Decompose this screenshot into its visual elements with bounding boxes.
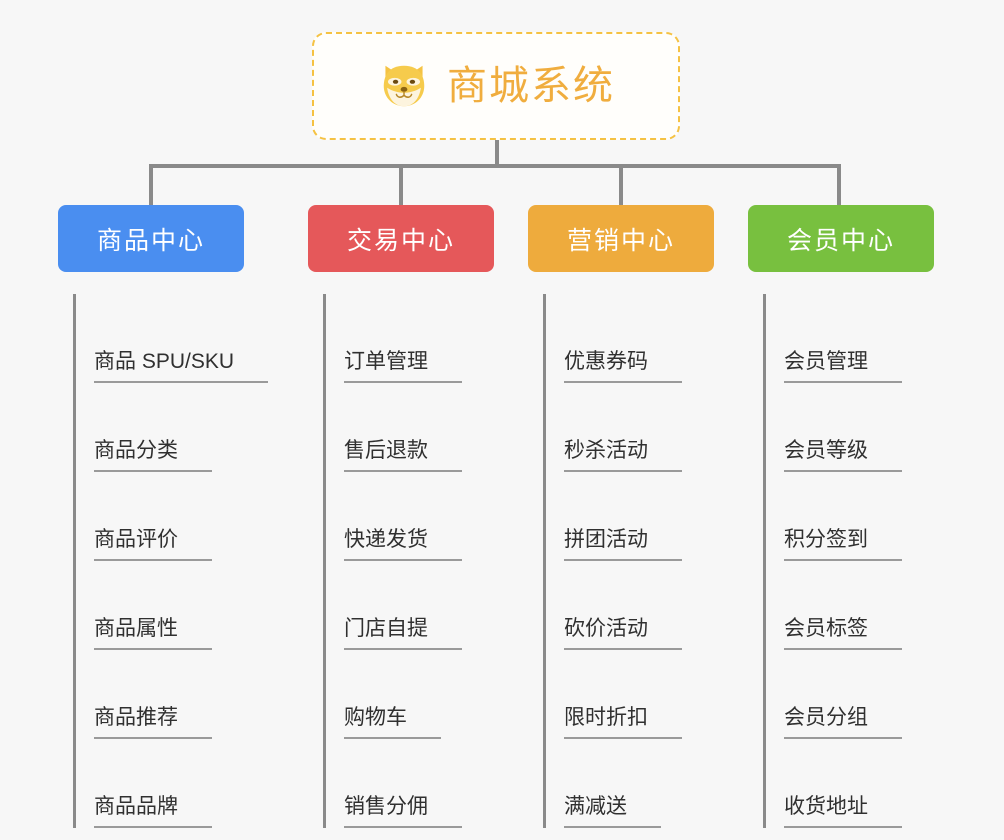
category-header-marketing[interactable]: 营销中心 [528,205,714,272]
list-item[interactable]: 商品推荐 [76,650,244,739]
list-item[interactable]: 会员分组 [766,650,934,739]
category-items-member: 会员管理 会员等级 积分签到 会员标签 会员分组 收货地址 [763,294,934,828]
category-header-label: 营销中心 [566,226,675,255]
root-node-content: 商城系统 [377,59,615,113]
list-item-label: 商品分类 [94,439,212,472]
branch-drop-line-3 [619,164,623,205]
category-column-marketing: 营销中心 优惠券码 秒杀活动 拼团活动 砍价活动 限时折扣 满减送 [528,205,714,828]
list-item[interactable]: 满减送 [546,739,714,828]
list-item-label: 购物车 [344,706,441,739]
list-item-label: 会员标签 [784,617,902,650]
list-item-label: 限时折扣 [564,706,682,739]
list-item[interactable]: 商品品牌 [76,739,244,828]
list-item-label: 会员管理 [784,350,902,383]
list-item[interactable]: 会员等级 [766,383,934,472]
list-item[interactable]: 砍价活动 [546,561,714,650]
list-item-label: 商品推荐 [94,706,212,739]
list-item[interactable]: 快递发货 [326,472,494,561]
list-item[interactable]: 优惠券码 [546,294,714,383]
list-item-label: 优惠券码 [564,350,682,383]
category-header-member[interactable]: 会员中心 [748,205,934,272]
branch-drop-line-2 [399,164,403,205]
root-node[interactable]: 商城系统 [312,32,680,140]
list-item-label: 商品评价 [94,528,212,561]
category-header-product[interactable]: 商品中心 [58,205,244,272]
list-item-label: 快递发货 [344,528,462,561]
category-column-trade: 交易中心 订单管理 售后退款 快递发货 门店自提 购物车 销售分佣 [308,205,494,828]
branch-drop-line-1 [149,164,153,205]
category-header-label: 商品中心 [96,226,205,255]
category-header-trade[interactable]: 交易中心 [308,205,494,272]
list-item-label: 商品品牌 [94,795,212,828]
list-item-label: 会员等级 [784,439,902,472]
horizontal-bus-line [149,164,841,168]
list-item[interactable]: 销售分佣 [326,739,494,828]
list-item-label: 售后退款 [344,439,462,472]
list-item-label: 秒杀活动 [564,439,682,472]
shiba-dog-face-icon [383,65,425,107]
list-item[interactable]: 购物车 [326,650,494,739]
list-item[interactable]: 门店自提 [326,561,494,650]
category-column-product: 商品中心 商品 SPU/SKU 商品分类 商品评价 商品属性 商品推荐 商品品牌 [58,205,269,828]
category-items-product: 商品 SPU/SKU 商品分类 商品评价 商品属性 商品推荐 商品品牌 [73,294,269,828]
list-item[interactable]: 收货地址 [766,739,934,828]
list-item-label: 积分签到 [784,528,902,561]
list-item[interactable]: 拼团活动 [546,472,714,561]
list-item[interactable]: 秒杀活动 [546,383,714,472]
list-item-label: 收货地址 [784,795,902,828]
category-items-marketing: 优惠券码 秒杀活动 拼团活动 砍价活动 限时折扣 满减送 [543,294,714,828]
list-item[interactable]: 限时折扣 [546,650,714,739]
list-item[interactable]: 会员管理 [766,294,934,383]
list-item-label: 门店自提 [344,617,462,650]
category-header-label: 会员中心 [786,226,895,255]
list-item[interactable]: 订单管理 [326,294,494,383]
list-item-label: 砍价活动 [564,617,682,650]
list-item-label: 商品 SPU/SKU [94,350,269,383]
root-stem-line [495,140,499,166]
list-item[interactable]: 会员标签 [766,561,934,650]
list-item[interactable]: 积分签到 [766,472,934,561]
category-column-member: 会员中心 会员管理 会员等级 积分签到 会员标签 会员分组 收货地址 [748,205,934,828]
category-header-label: 交易中心 [346,226,455,255]
root-title: 商城系统 [447,64,615,108]
list-item[interactable]: 商品评价 [76,472,244,561]
list-item-label: 商品属性 [94,617,212,650]
branch-drop-line-4 [837,164,841,205]
list-item[interactable]: 商品分类 [76,383,244,472]
list-item-label: 拼团活动 [564,528,682,561]
list-item-label: 销售分佣 [344,795,462,828]
list-item-label: 满减送 [564,795,661,828]
list-item[interactable]: 商品 SPU/SKU [76,294,269,383]
list-item-label: 会员分组 [784,706,902,739]
list-item[interactable]: 售后退款 [326,383,494,472]
list-item-label: 订单管理 [344,350,462,383]
list-item[interactable]: 商品属性 [76,561,244,650]
category-items-trade: 订单管理 售后退款 快递发货 门店自提 购物车 销售分佣 [323,294,494,828]
